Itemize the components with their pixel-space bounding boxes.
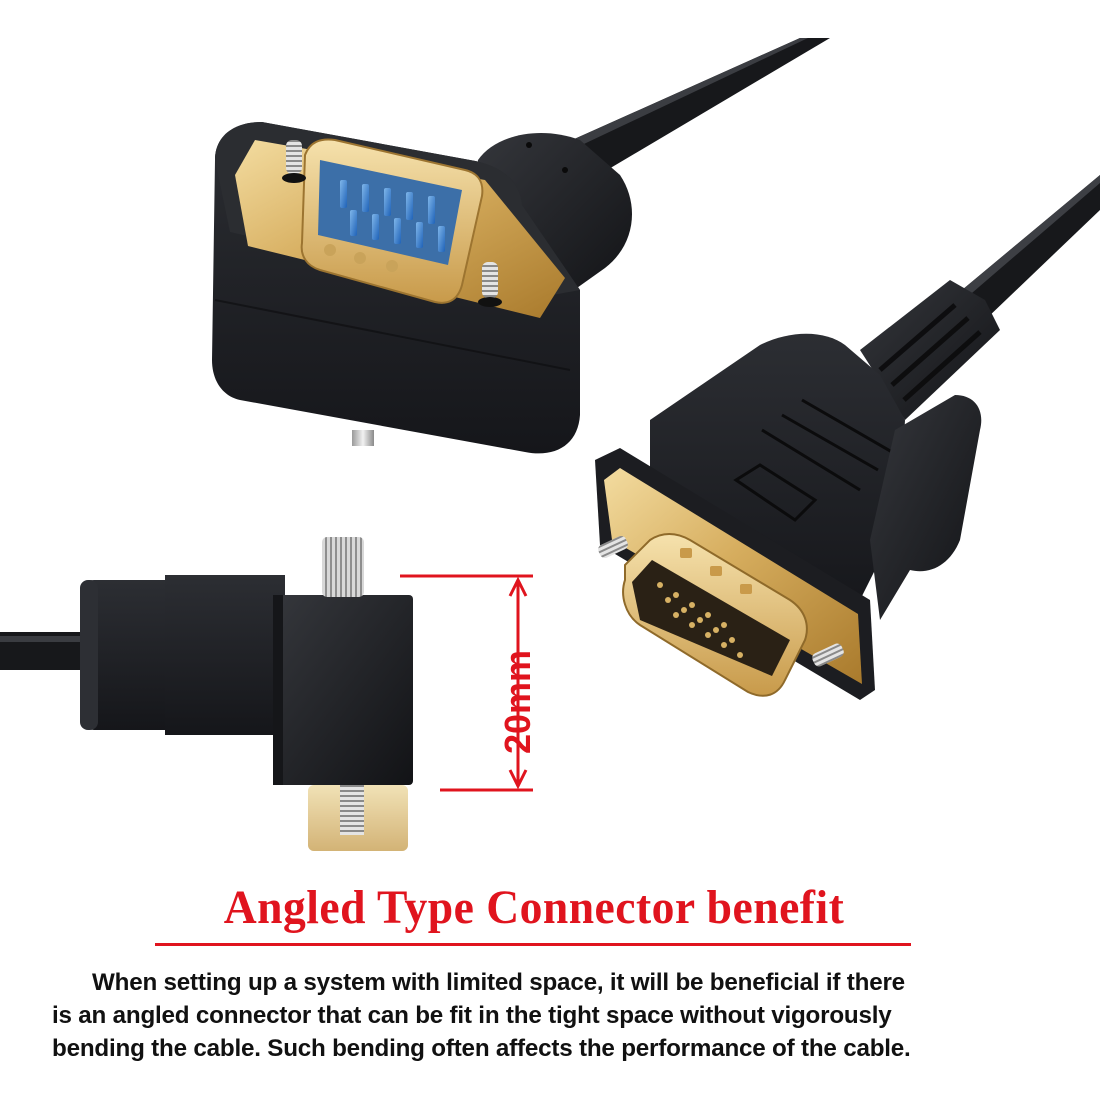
description-line: is an angled connector that can be fit i…	[52, 1002, 892, 1029]
straight-connector	[595, 280, 1000, 700]
angled-connector-top-view	[212, 122, 632, 454]
dimension-marker	[400, 574, 533, 792]
description-paragraph: When setting up a system with limited sp…	[52, 966, 1062, 1065]
description-line: When setting up a system with limited sp…	[92, 969, 905, 996]
headline-underline	[155, 943, 911, 946]
angled-connector-side-view	[80, 537, 413, 851]
dimension-label: 20mm	[497, 649, 538, 755]
headline: Angled Type Connector benefit	[223, 881, 845, 934]
description-line: bending the cable. Such bending often af…	[52, 1035, 911, 1062]
